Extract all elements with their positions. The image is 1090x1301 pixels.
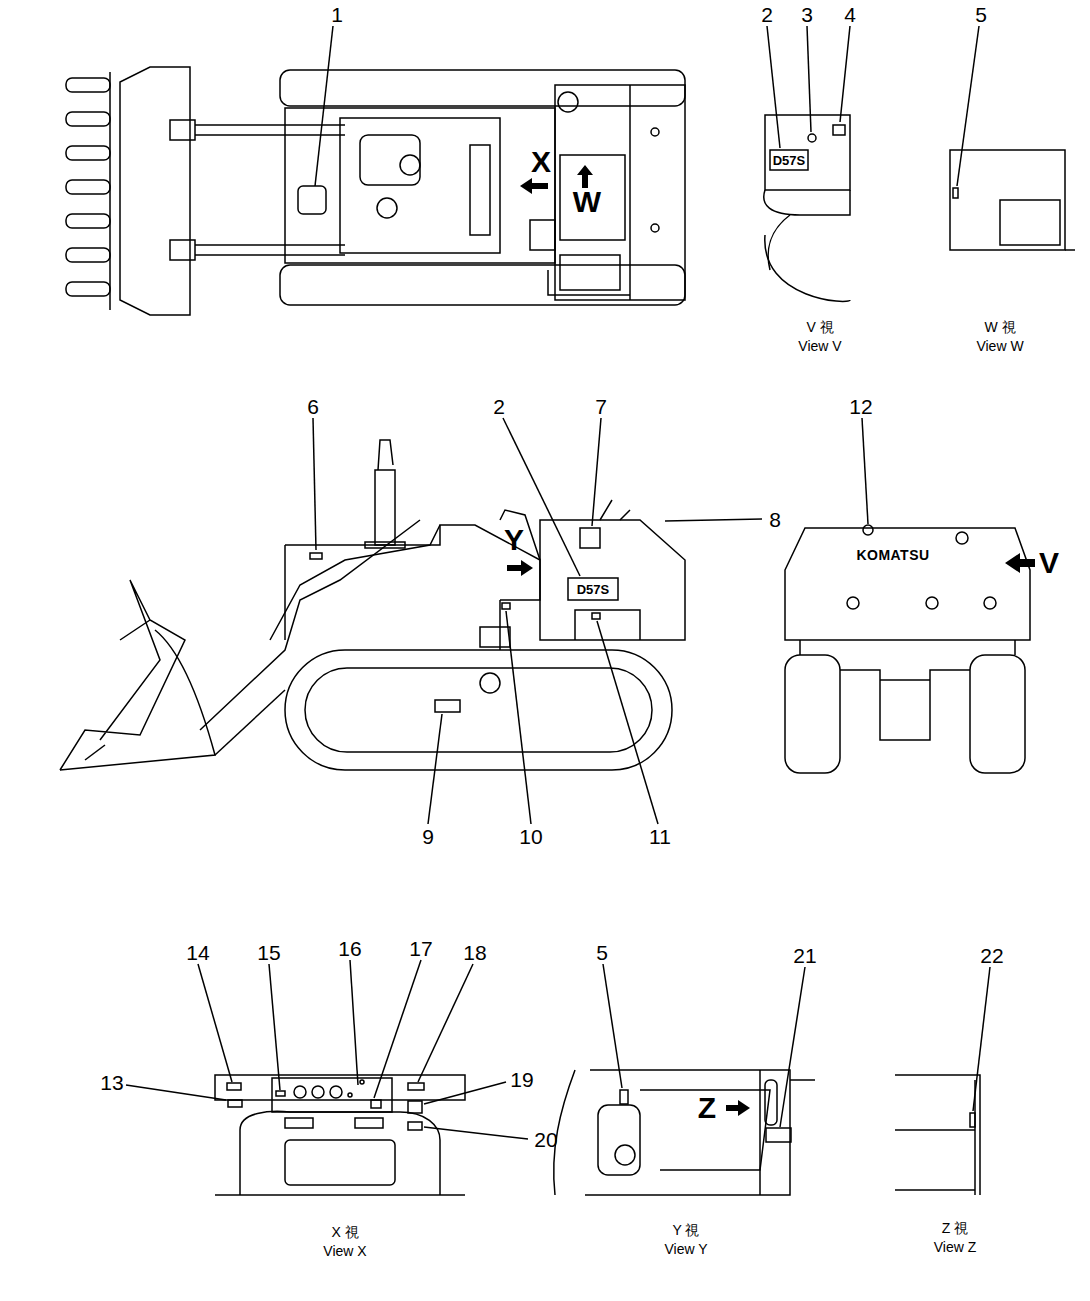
view-caption: View W — [976, 339, 1023, 353]
callout-number: 2 — [493, 396, 505, 417]
view-caption: W 視 — [984, 320, 1015, 334]
callout-number: 10 — [519, 826, 542, 847]
view-caption: View Z — [934, 1240, 977, 1254]
view-caption: V 視 — [806, 320, 833, 334]
view-letter: X — [531, 147, 551, 177]
view-letter: W — [573, 187, 601, 217]
view-caption: X 視 — [331, 1225, 358, 1239]
view-z — [895, 967, 990, 1195]
side-view — [60, 418, 762, 824]
callout-number: 18 — [463, 942, 486, 963]
callout-number: 14 — [186, 942, 209, 963]
callout-number: 11 — [649, 826, 671, 847]
view-caption: Y 視 — [673, 1223, 700, 1237]
callout-number: 1 — [331, 4, 343, 25]
callout-number: 8 — [769, 509, 781, 530]
callout-number: 19 — [510, 1069, 533, 1090]
callout-number: 3 — [801, 4, 813, 25]
view-letter: Y — [504, 525, 524, 555]
view-v — [764, 26, 1075, 301]
callout-number: 5 — [596, 942, 608, 963]
model-plate: D57S — [577, 583, 610, 596]
callout-number: 6 — [307, 396, 319, 417]
rear-view — [785, 418, 1035, 773]
callout-number: 21 — [793, 945, 816, 966]
callout-number: 4 — [844, 4, 856, 25]
model-plate: D57S — [773, 154, 806, 167]
callout-number: 12 — [849, 396, 872, 417]
callout-number: 20 — [534, 1129, 557, 1150]
callout-number: 9 — [422, 826, 434, 847]
view-letter: Z — [698, 1093, 716, 1123]
callout-number: 17 — [409, 938, 432, 959]
view-caption: View V — [798, 339, 841, 353]
callout-number: 2 — [761, 4, 773, 25]
callout-number: 7 — [595, 396, 607, 417]
callout-number: 5 — [975, 4, 987, 25]
view-caption: Z 視 — [942, 1221, 968, 1235]
view-y — [554, 964, 815, 1195]
top-view — [66, 26, 685, 315]
callout-number: 13 — [100, 1072, 123, 1093]
view-letter: V — [1039, 548, 1059, 578]
callout-number: 16 — [338, 938, 361, 959]
callout-number: 15 — [257, 942, 280, 963]
view-x — [126, 960, 528, 1195]
view-caption: View X — [323, 1244, 366, 1258]
brand-mark: KOMATSU — [856, 548, 929, 562]
view-caption: View Y — [664, 1242, 707, 1256]
callout-number: 22 — [980, 945, 1003, 966]
